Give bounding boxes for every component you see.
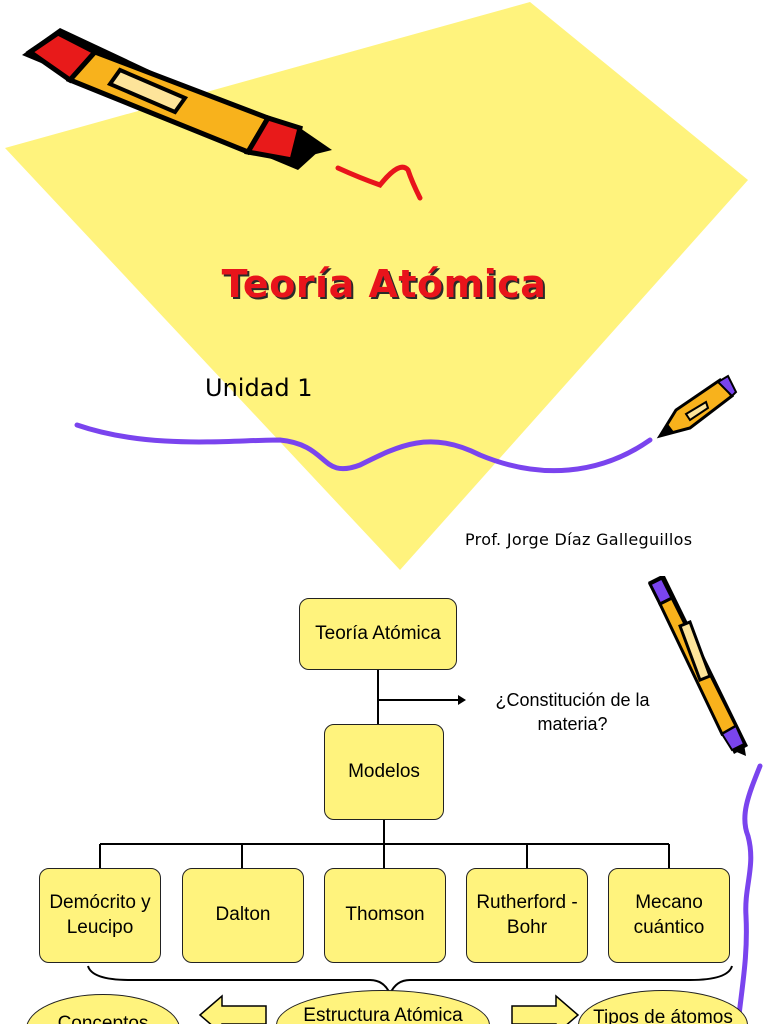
left-arrow-icon <box>198 994 267 1024</box>
models-node: Modelos <box>324 724 444 820</box>
purple-squiggle-right <box>735 763 763 1024</box>
purple-squiggle <box>74 422 653 474</box>
red-squiggle <box>335 164 423 201</box>
pencil-large-icon <box>22 28 332 170</box>
model-node-label: Demócrito y Leucipo <box>49 891 151 938</box>
slide-title: Teoría Atómica Unidad 1 Prof. Jorge Díaz… <box>5 2 748 570</box>
yellow-diamond <box>5 2 748 570</box>
concept-map-lines <box>87 576 763 1024</box>
pencil-small-icon <box>656 374 738 439</box>
root-node: Teoría Atómica <box>299 598 457 670</box>
slide-subtitle: Unidad 1 <box>205 374 313 402</box>
pencil-vertical-icon <box>647 576 748 756</box>
model-node-label: Rutherford - Bohr <box>476 891 578 938</box>
question-text: ¿Constitución de la materia? <box>495 690 650 735</box>
right-arrow-icon <box>511 994 580 1024</box>
atom-types-label: Tipos de átomos <box>593 1007 733 1024</box>
brace <box>87 965 733 997</box>
model-node-dalton: Dalton <box>182 868 304 963</box>
model-node-thomson: Thomson <box>324 868 446 963</box>
slide-title-text: Teoría Atómica <box>221 262 547 306</box>
model-node-rutherford: Rutherford - Bohr <box>466 868 588 963</box>
models-node-label: Modelos <box>348 760 420 782</box>
model-node-label: Dalton <box>215 904 271 926</box>
model-node-label: Thomson <box>345 904 425 926</box>
structure-label: Estructura Atómica <box>303 1005 463 1024</box>
concepts-label: Conceptos <box>57 1013 149 1024</box>
slide1-decoration <box>5 2 748 570</box>
model-node-democrito: Demócrito y Leucipo <box>39 868 161 963</box>
slide-concept-map: Teoría Atómica ¿Constitución de la mater… <box>0 576 768 1024</box>
root-node-label: Teoría Atómica <box>315 622 441 644</box>
model-node-mecano: Mecano cuántico <box>608 868 730 963</box>
model-node-label: Mecano cuántico <box>633 891 705 938</box>
author-name: Prof. Jorge Díaz Galleguillos <box>465 530 693 549</box>
